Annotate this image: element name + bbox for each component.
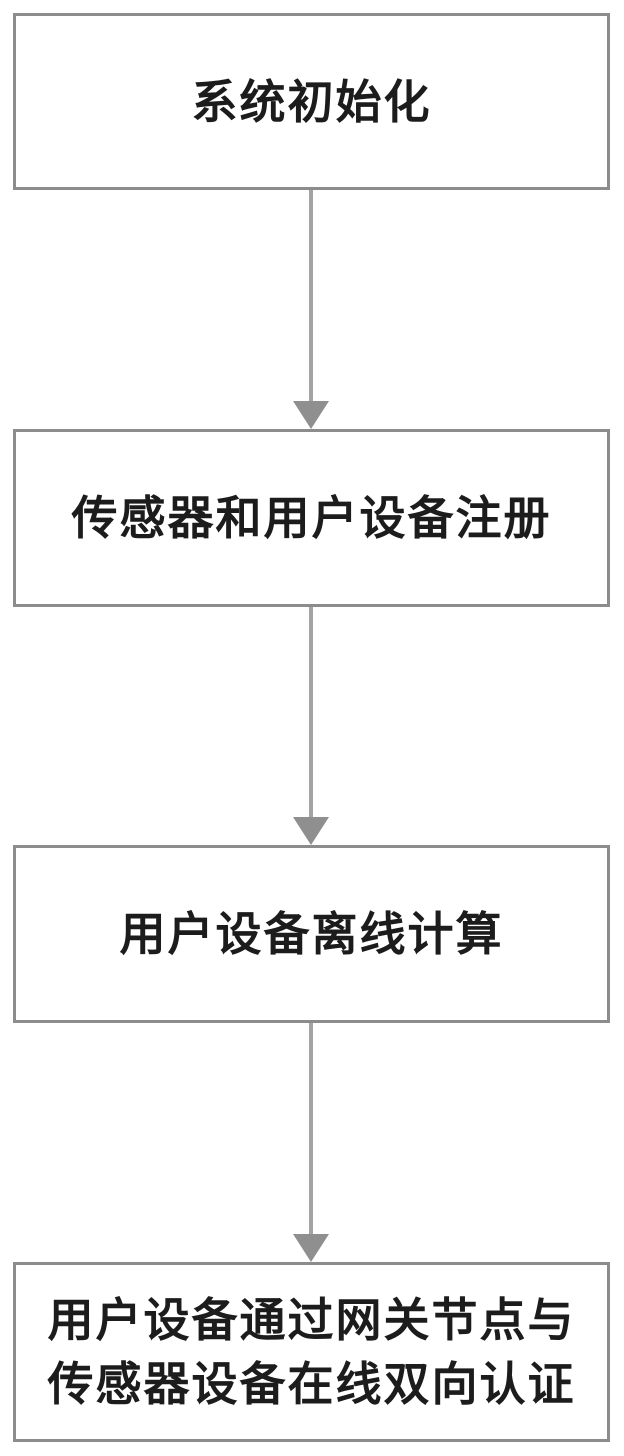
flow-step-label: 用户设备离线计算 [119, 908, 504, 960]
flow-step-mutual-authentication: 用户设备通过网关节点与 传感器设备在线双向认证 [13, 1262, 610, 1442]
connector-line-2 [309, 607, 313, 818]
arrow-down-icon [293, 1234, 329, 1262]
flow-step-offline-computation: 用户设备离线计算 [13, 845, 610, 1023]
arrow-down-icon [293, 401, 329, 429]
flow-step-system-init: 系统初始化 [13, 13, 610, 190]
connector-line-1 [309, 190, 313, 402]
flow-step-label: 系统初始化 [191, 75, 432, 128]
flow-step-device-registration: 传感器和用户设备注册 [13, 429, 610, 607]
arrow-down-icon [293, 817, 329, 845]
flow-step-label: 传感器和用户设备注册 [71, 492, 552, 544]
connector-line-3 [309, 1023, 313, 1234]
flow-step-label: 用户设备通过网关节点与 传感器设备在线双向认证 [47, 1294, 576, 1410]
